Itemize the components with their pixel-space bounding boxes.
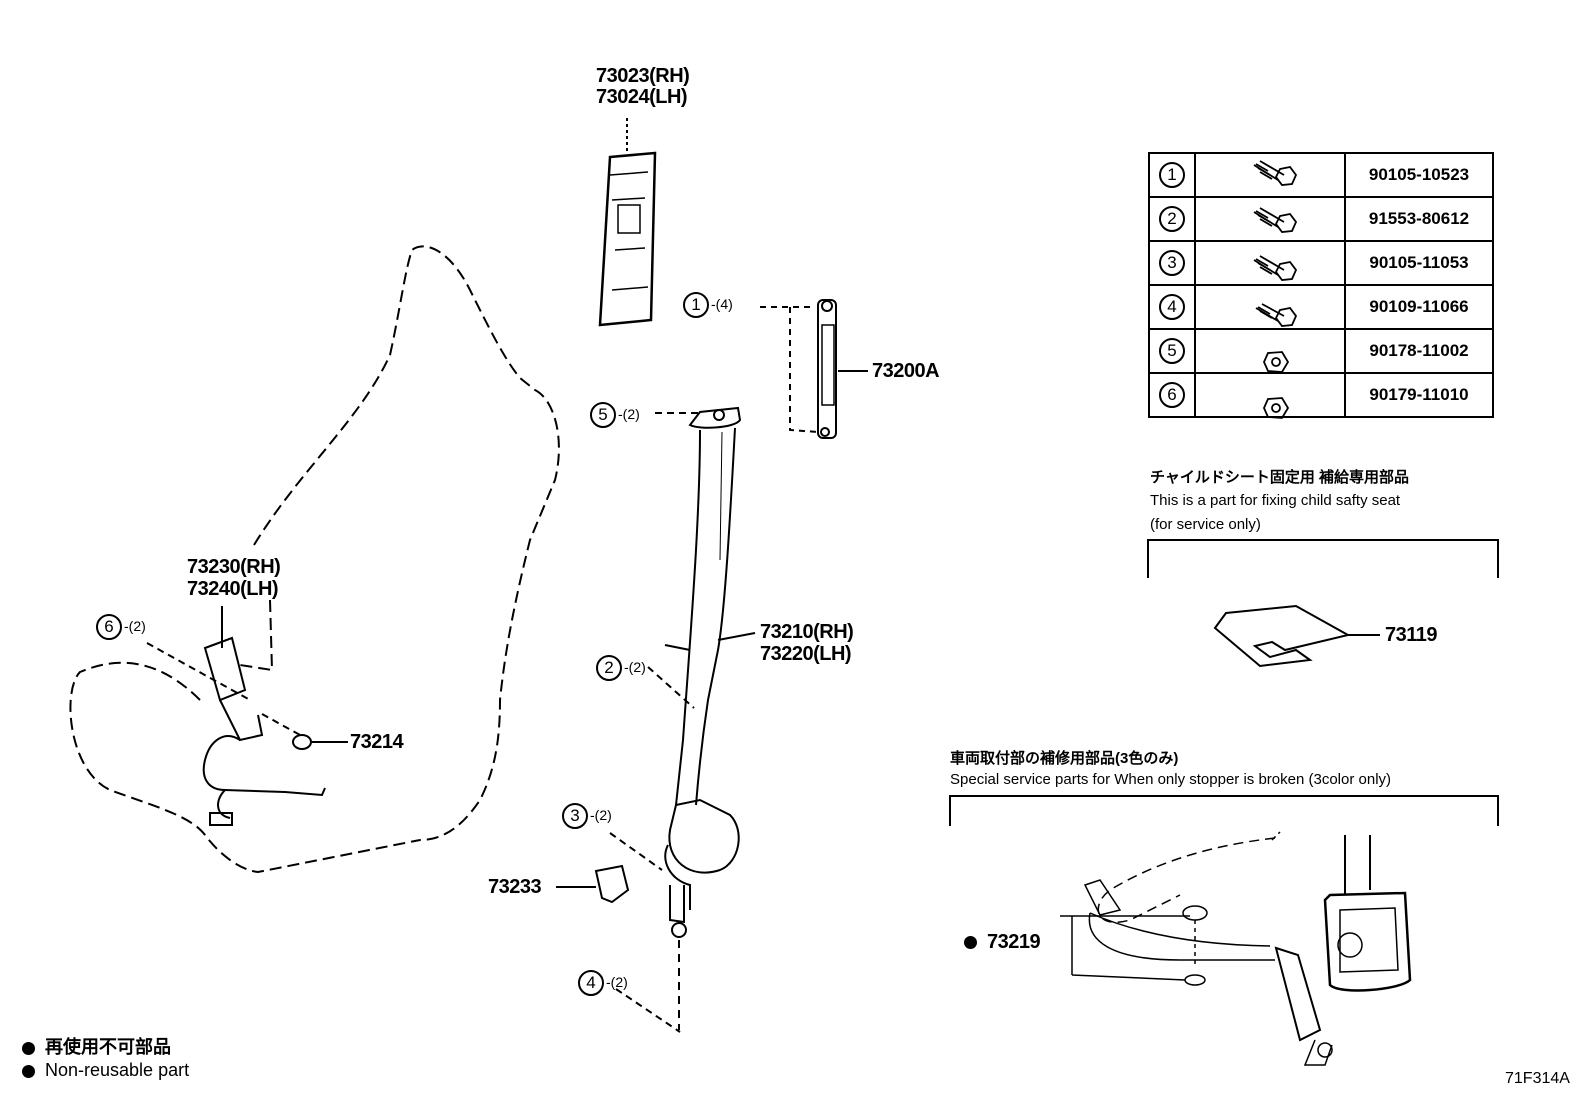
row-number: 6 [1159,382,1185,408]
label-73119: 73119 [1385,624,1438,646]
fastener-callout-6: 6 [96,614,122,640]
part-number: 90105-11053 [1344,240,1494,286]
fastener-qty-2: -(2) [624,659,646,675]
label-73220: 73220(LH) [760,643,852,665]
fastener-qty-5: -(2) [618,406,640,422]
row-number: 5 [1159,338,1185,364]
drawing-code: 71F314A [1505,1070,1570,1087]
table-row: 3 90105-11053 [1148,240,1494,286]
row-number: 3 [1159,250,1185,276]
label-73210: 73210(RH) [760,621,854,643]
bolt-icon-cell [1194,152,1346,198]
part-number: 91553-80612 [1344,196,1494,242]
label-73200A: 73200A [872,360,940,382]
non-reusable-dot-icon [22,1064,35,1078]
label-73240: 73240(LH) [187,578,279,600]
row-number: 2 [1159,206,1185,232]
fastener-callout-1: 1 [683,292,709,318]
fastener-callout-5: 5 [590,402,616,428]
table-row: 6 90179-11010 [1148,372,1494,418]
height-adjuster-drawing [760,299,868,439]
bolt-icon-cell [1194,240,1346,286]
legend-jp: 再使用不可部品 [22,1033,171,1059]
fastener-callout-2: 2 [596,655,622,681]
child-seat-note-jp: チャイルドシート固定用 補給専用部品 [1150,469,1410,486]
child-seat-note-en-2: (for service only) [1150,516,1261,533]
table-row: 4 90109-11066 [1148,284,1494,330]
bolt-icon-cell [1194,284,1346,330]
stopper-note-jp: 車両取付部の補修用部品(3色のみ) [950,750,1179,767]
row-number: 1 [1159,162,1185,188]
table-row: 1 90105-10523 [1148,152,1494,198]
label-73023: 73023(RH) [596,65,690,87]
seat-back-outline [253,245,560,841]
fastener-leaders [146,412,700,1033]
label-73233: 73233 [488,876,542,898]
label-73024: 73024(LH) [596,86,688,108]
part-number: 90109-11066 [1344,284,1494,330]
part-number: 90179-11010 [1344,372,1494,418]
part-number: 90178-11002 [1344,328,1494,374]
pillar-garnish-drawing [598,118,657,327]
fastener-qty-4: -(2) [606,974,628,990]
part-number: 90105-10523 [1344,152,1494,198]
fastener-qty-1: -(4) [711,296,733,312]
plate-73119-drawing [1213,604,1380,668]
non-reusable-dot-icon [22,1041,35,1055]
table-row: 2 91553-80612 [1148,196,1494,242]
stopper-note-en: Special service parts for When only stop… [950,771,1392,788]
child-seat-note-en: This is a part for fixing child safty se… [1150,492,1401,509]
nut-73214-drawing [292,734,312,750]
label-73219: 73219 [964,932,1041,953]
legend-en: Non-reusable part [22,1060,189,1081]
fastener-parts-table: 1 90105-10523 2 91553-80612 3 90105-1105… [1148,152,1494,418]
cover-73233-drawing [594,864,630,904]
nut-icon-cell [1194,372,1346,418]
seat-belt-retractor-drawing [664,406,756,1030]
seat-cushion-outline [69,661,421,874]
non-reusable-dot-icon [964,936,977,950]
table-row: 5 90178-11002 [1148,328,1494,374]
row-number: 4 [1159,294,1185,320]
fastener-qty-6: -(2) [124,618,146,634]
stopper-detail-drawing [1060,831,1412,1066]
fastener-callout-3: 3 [562,803,588,829]
buckle-drawing [202,606,326,826]
fastener-callout-4: 4 [578,970,604,996]
fastener-qty-3: -(2) [590,807,612,823]
label-73230: 73230(RH) [187,556,281,578]
nut-icon-cell [1194,328,1346,374]
bolt-icon-cell [1194,196,1346,242]
label-73214: 73214 [350,731,404,753]
